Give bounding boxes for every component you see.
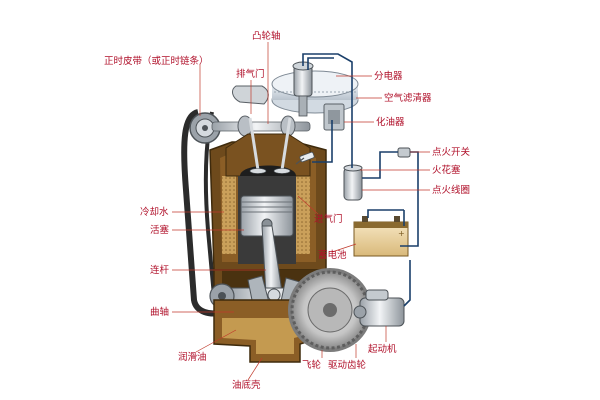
label-lube-oil: 润滑油 (178, 352, 207, 363)
label-battery: 蓄电池 (318, 250, 347, 261)
label-camshaft: 凸轮轴 (252, 31, 281, 42)
cam-pulley (189, 112, 221, 144)
label-leaders (172, 42, 430, 381)
label-carburetor: 化油器 (376, 117, 405, 128)
label-connecting-rod: 连杆 (150, 265, 170, 276)
label-piston: 活塞 (150, 225, 170, 236)
starter-motor (353, 289, 405, 327)
flywheel (288, 268, 372, 352)
exhaust-manifold (232, 85, 269, 105)
label-spark-plug: 火花塞 (432, 165, 461, 176)
cylinder-head (225, 133, 311, 177)
label-timing-belt: 正时皮带（或正时链条） (104, 56, 209, 67)
battery: + (353, 216, 409, 257)
label-exhaust-valve: 排气门 (236, 69, 265, 80)
intake-valve (273, 117, 292, 174)
label-intake-valve: 进气门 (314, 214, 343, 225)
label-starter-gear: 驱动齿轮 (328, 360, 367, 371)
label-distributor: 分电器 (374, 71, 403, 82)
coolant-jacket-right (296, 176, 310, 254)
svg-text:+: + (398, 229, 405, 238)
label-air-filter: 空气滤清器 (384, 93, 432, 104)
label-starter-motor: 起动机 (368, 344, 397, 355)
carburetor (323, 103, 345, 131)
label-ignition-coil: 点火线圈 (432, 185, 471, 196)
label-ignition-switch: 点火开关 (432, 147, 471, 158)
camshaft (211, 115, 311, 137)
air-filter (271, 70, 359, 114)
exhaust-valve (248, 117, 267, 174)
spark-plug (295, 151, 315, 165)
coolant-jacket-left (222, 176, 236, 254)
label-flywheel: 飞轮 (302, 360, 322, 371)
label-coolant: 冷却水 (140, 207, 169, 218)
label-oil-pan: 油底壳 (232, 380, 261, 391)
ignition-coil (343, 164, 363, 201)
ignition-switch (397, 147, 411, 158)
label-crankshaft: 曲轴 (150, 307, 170, 318)
